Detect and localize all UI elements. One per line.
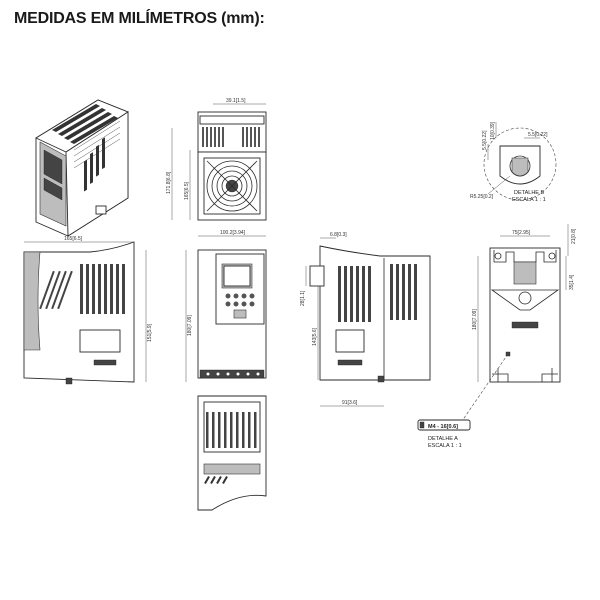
dim-right-bottom-width: 91[3.6] [342, 400, 358, 406]
detail-a-label: DETALHE A [428, 436, 458, 442]
fan-view: 171.8[6.8] 165[6.5] [166, 128, 267, 221]
detail-b: 5.5[0.22] 10[0.39] 5.5[0.22] R5.25[0.2] … [470, 121, 557, 203]
dim-right-height-2: 143[5.6] [312, 327, 318, 346]
dim-side-width: 165[6.5] [64, 236, 83, 242]
dim-mount-offset-right: 21[0.8] [571, 228, 577, 244]
mounting-view: 75[2.95] 180[7.09] 21[0.8] 35[1.4] [459, 224, 577, 425]
dim-detail-b-r: R5.25[0.2] [470, 194, 494, 200]
detail-a-scale: ESCALA 1 : 1 [428, 443, 462, 449]
dim-front-height-inner: 165[6.5] [184, 181, 190, 200]
dim-detail-b-top: 10[0.39] [490, 121, 496, 140]
top-view: 39.1[1.5] [197, 98, 267, 153]
detail-a: M4 - 16[0.6] DETALHE A ESCALA 1 : 1 [417, 419, 471, 449]
dim-mount-height: 180[7.09] [472, 309, 478, 330]
dim-front-height: 180[7.09] [187, 315, 193, 336]
detail-a-box: M4 - 16[0.6] [428, 424, 458, 430]
dim-top-width: 39.1[1.5] [226, 98, 246, 104]
dim-detail-b-h: 5.5[0.22] [482, 130, 488, 150]
dim-right-top-offset: 6.8[0.3] [330, 232, 347, 238]
detail-b-label: DETALHE B [514, 190, 544, 196]
dim-front-width: 100.2[3.94] [220, 230, 246, 236]
dim-front-height-total: 171.8[6.8] [166, 171, 172, 194]
right-side-view: 6.8[0.3] 28[1.1] 143[5.6] 91[3.6] [300, 232, 431, 407]
bottom-view [197, 395, 267, 511]
dim-side-height: 151[5.9] [147, 323, 153, 342]
isometric-view [35, 99, 129, 237]
left-side-view: 165[6.5] 151[5.9] [23, 236, 153, 385]
dim-mount-offset-right-2: 35[1.4] [569, 274, 575, 290]
detail-b-scale: ESCALA 1 : 1 [512, 197, 546, 203]
dim-detail-b-w: 5.5[0.22] [528, 132, 548, 138]
page-title: MEDIDAS EM MILÍMETROS (mm): [14, 10, 265, 27]
dim-right-height-1: 28[1.1] [300, 290, 306, 306]
dim-mount-width: 75[2.95] [512, 230, 531, 236]
front-view: 100.2[3.94] 180[7.09] [185, 230, 267, 382]
